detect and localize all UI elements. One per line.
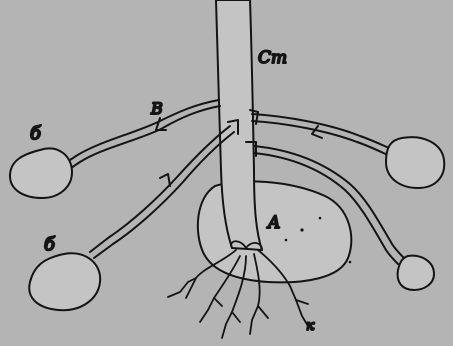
tuber-left-bottom-label: б [44, 234, 56, 255]
mother-tuber-label: A [266, 213, 280, 233]
tuber-right-top [386, 137, 444, 188]
stolon-label: B [150, 99, 163, 118]
stem-label: Cm [258, 48, 287, 68]
stolon-left-upper [64, 100, 220, 170]
roots-label: к [306, 318, 315, 334]
tuber-left-bottom [29, 253, 100, 310]
tuber-right-bottom [398, 256, 434, 290]
tuber-left-top-label: б [30, 123, 42, 144]
tuber-left-top [10, 148, 72, 198]
